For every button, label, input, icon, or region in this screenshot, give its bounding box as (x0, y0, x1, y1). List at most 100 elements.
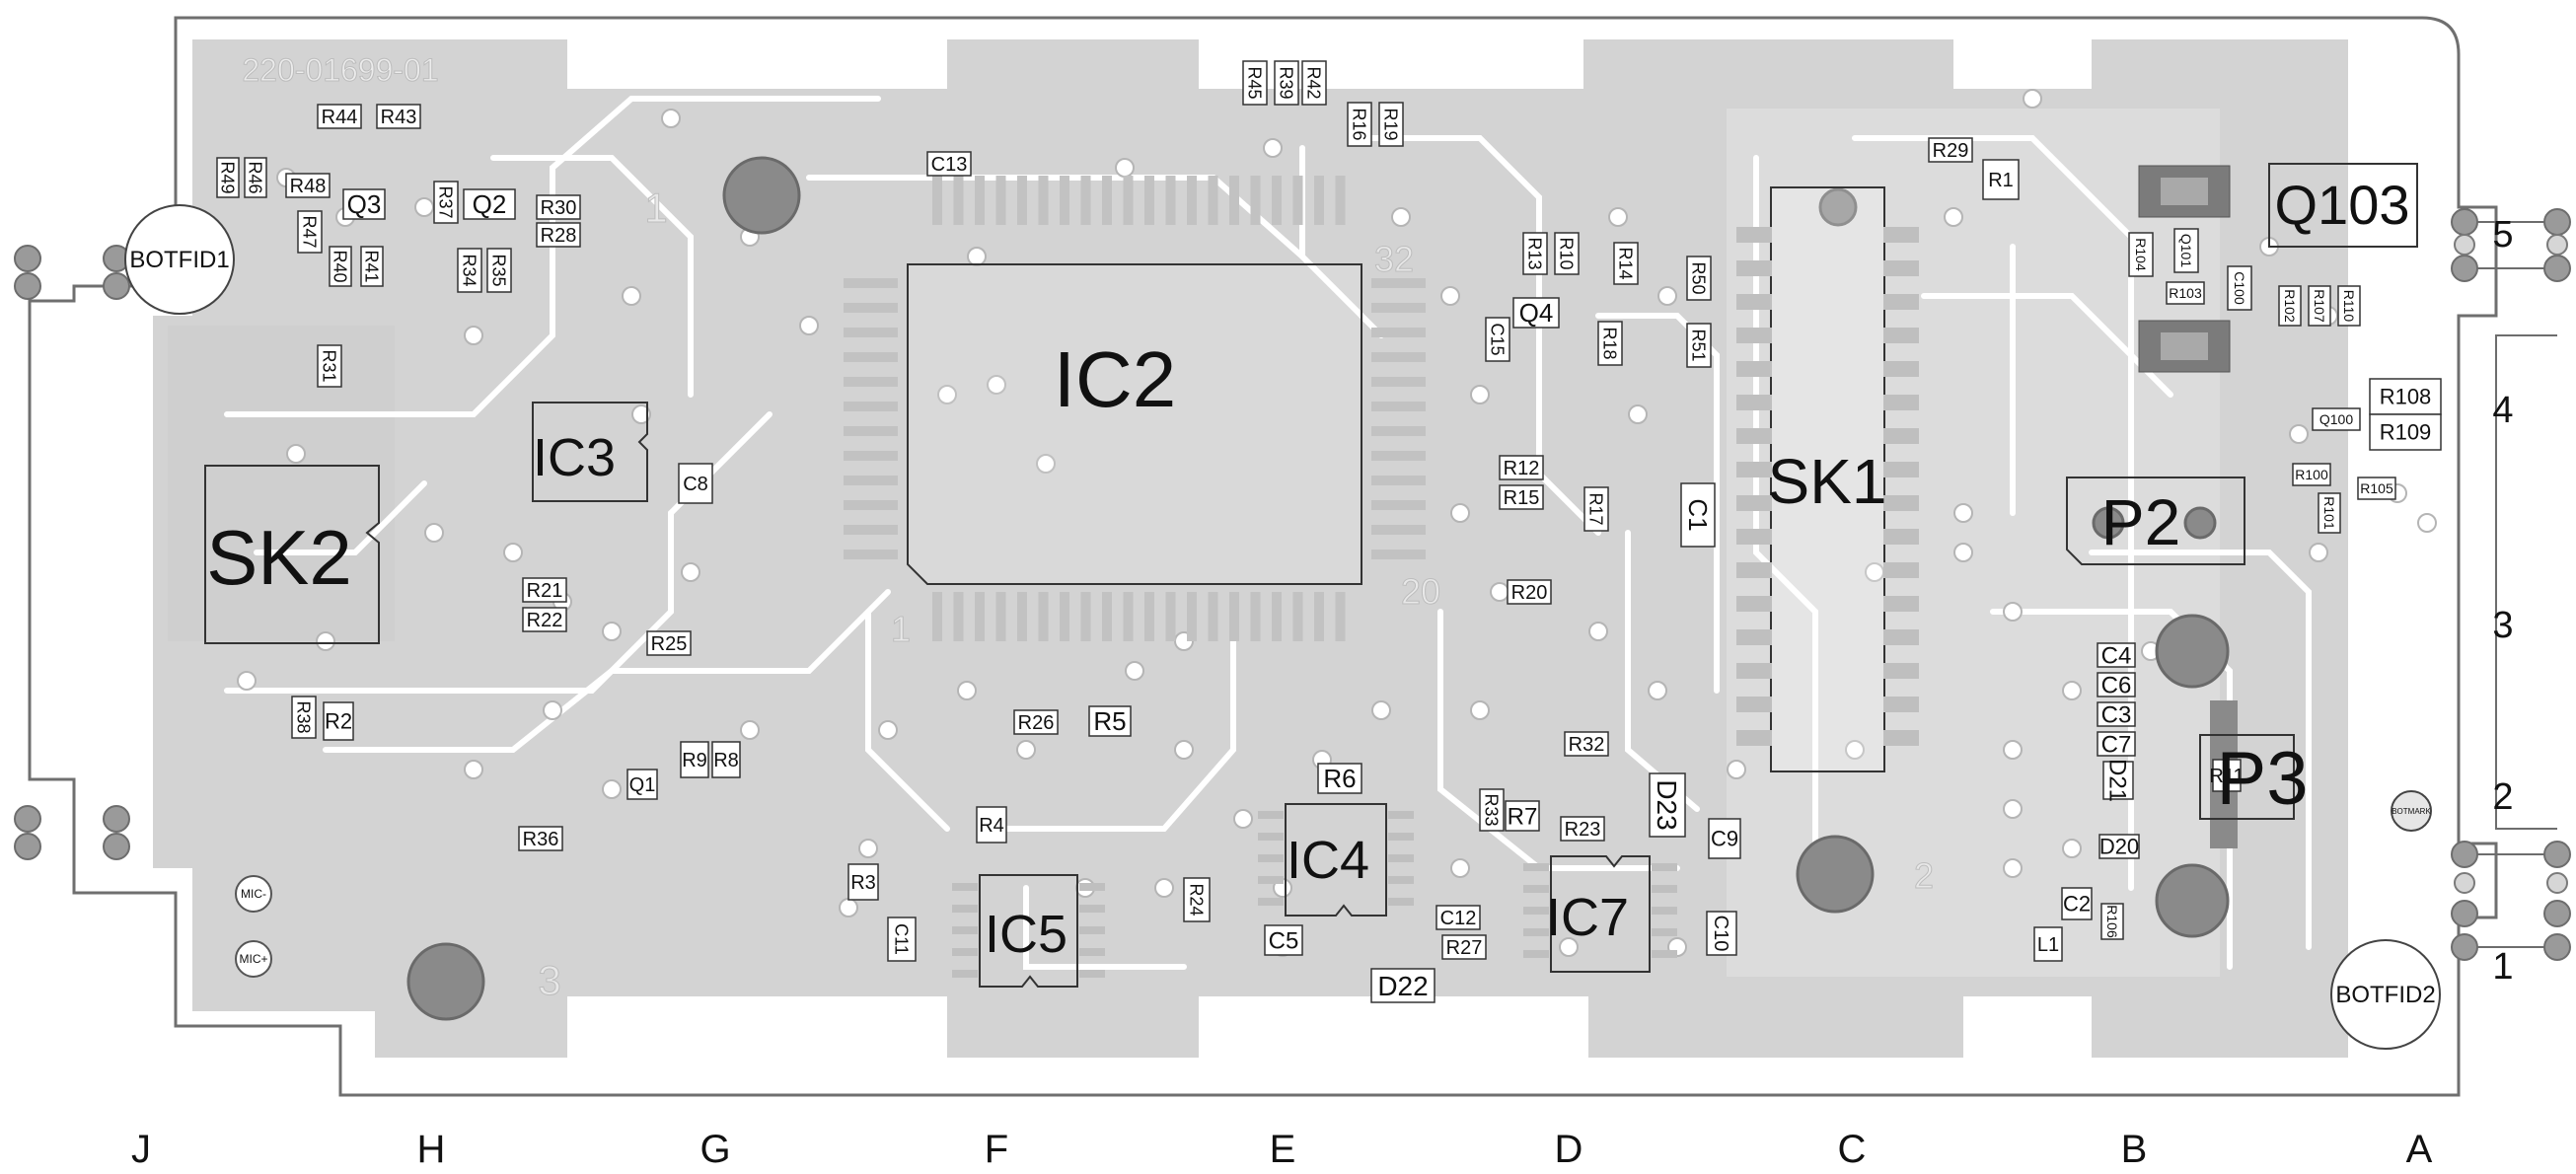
component-body (887, 917, 917, 962)
sk1-pin (1736, 395, 1772, 410)
component-body (323, 701, 354, 741)
component-r108: R108 (2369, 378, 2442, 415)
component-r6: R6 (1317, 763, 1362, 794)
component-r27: R27 (1441, 934, 1487, 960)
ic2-pin (1017, 176, 1027, 225)
grid-column-d: D (1555, 1128, 1583, 1169)
sk1-pin (1736, 663, 1772, 679)
component-designator: R50 (1689, 261, 1709, 294)
ic2-pin (1272, 176, 1282, 225)
component-designator: R46 (246, 161, 265, 193)
mic-pads (235, 875, 272, 978)
component-c12: C12 (1435, 905, 1481, 930)
soic-pin (1388, 898, 1414, 906)
sk1-pin (1883, 562, 1919, 578)
component-q101: Q101 (2173, 228, 2199, 273)
soic-pin (1258, 833, 1284, 841)
p3-hole-b (2155, 863, 2230, 938)
component-body (1522, 232, 1548, 275)
component-body (1499, 484, 1544, 510)
soic-pin (1258, 898, 1284, 906)
grid-columns: J H G F E D C B A (131, 1128, 2433, 1171)
fiducial-1-label: BOTFID1 (129, 247, 229, 273)
ic2-pin (1292, 592, 1303, 641)
edge-numbers: 5 4 3 2 1 (2492, 214, 2513, 988)
component-body (433, 181, 459, 224)
component-designator: R36 (523, 829, 559, 850)
ic2-pin (1038, 592, 1049, 641)
ic2-pin (1371, 476, 1426, 485)
sk1-pin-rows (1736, 227, 1919, 746)
sk1-pin (1736, 428, 1772, 444)
ic2-pin (1371, 550, 1426, 559)
p3-label: P3 (2217, 737, 2309, 821)
component-c6: C6 (2097, 672, 2136, 698)
ic7-body (1550, 855, 1651, 973)
component-designator: R48 (290, 176, 327, 197)
major-labels: IC2 IC3 SK2 SK1 IC4 IC5 IC7 P2 P3 Q103 (206, 174, 2409, 964)
component-designator: R2 (325, 709, 352, 734)
component-c4: C4 (2097, 642, 2136, 669)
component-r46: R46 (244, 157, 267, 198)
ic2-pin-1: 1 (891, 609, 911, 649)
component-r25: R25 (646, 630, 692, 656)
ic4-label: IC4 (1287, 831, 1369, 890)
soic-pin (1652, 863, 1677, 871)
ic2-pin (1187, 176, 1197, 225)
component-r107: R107 (2308, 285, 2331, 327)
ic2-pin (1229, 176, 1239, 225)
ic2-pin-rows (844, 176, 1426, 641)
component-designator: R14 (1616, 247, 1636, 279)
ic2-pin (1060, 176, 1069, 225)
component-designator: R5 (1093, 706, 1126, 736)
ic2-pin (1208, 592, 1218, 641)
soic-pin (1388, 854, 1414, 862)
board-outline (28, 16, 2498, 1097)
component-body (1301, 60, 1327, 106)
component-r17: R17 (1583, 486, 1609, 532)
component-designator: R27 (1446, 937, 1483, 959)
soic-pin (1652, 950, 1677, 958)
component-body (1347, 102, 1372, 147)
component-designator: R39 (1277, 66, 1296, 99)
component-body (2033, 926, 2063, 962)
component-body (317, 344, 342, 388)
ic2-pin (995, 176, 1006, 225)
ic2-pin (1144, 592, 1154, 641)
component-designator: R10 (1557, 237, 1577, 269)
component-r9: R9 (680, 741, 709, 778)
component-body (1013, 709, 1059, 735)
ic2-pin (1292, 176, 1303, 225)
fiducial-2-label: BOTFID2 (2335, 982, 2435, 1008)
ic3-label: IC3 (533, 428, 616, 487)
soic-pin (1079, 883, 1105, 891)
ic2-pin (844, 352, 898, 362)
component-body (291, 696, 317, 739)
sk2-body (204, 465, 380, 644)
sk1-pin (1736, 697, 1772, 712)
soic-pin (1258, 876, 1284, 884)
component-r33: R33 (1479, 788, 1505, 832)
edge-number-3: 3 (2492, 605, 2513, 646)
component-r7: R7 (1505, 800, 1540, 832)
component-c3: C3 (2097, 701, 2136, 728)
ic2-pin (1102, 592, 1112, 641)
component-body (463, 188, 516, 220)
component-designator: C4 (2101, 642, 2132, 669)
soic-pin-rows (952, 811, 1677, 978)
fiducials (124, 204, 2441, 1050)
sk1-label: SK1 (1768, 446, 1887, 517)
component-body (2097, 672, 2136, 697)
component-designator: R100 (2295, 467, 2328, 482)
sk1-pin (1883, 294, 1919, 310)
component-designator: R21 (527, 580, 563, 602)
component-designator: R30 (541, 197, 577, 219)
component-designator: R51 (1689, 329, 1709, 361)
ic2-pin (1165, 176, 1176, 225)
soic-pin (1079, 970, 1105, 978)
component-r14: R14 (1613, 242, 1639, 285)
component-body (1706, 911, 1737, 956)
botmark-ring (2391, 790, 2432, 832)
power-pads-inner (2161, 178, 2208, 360)
